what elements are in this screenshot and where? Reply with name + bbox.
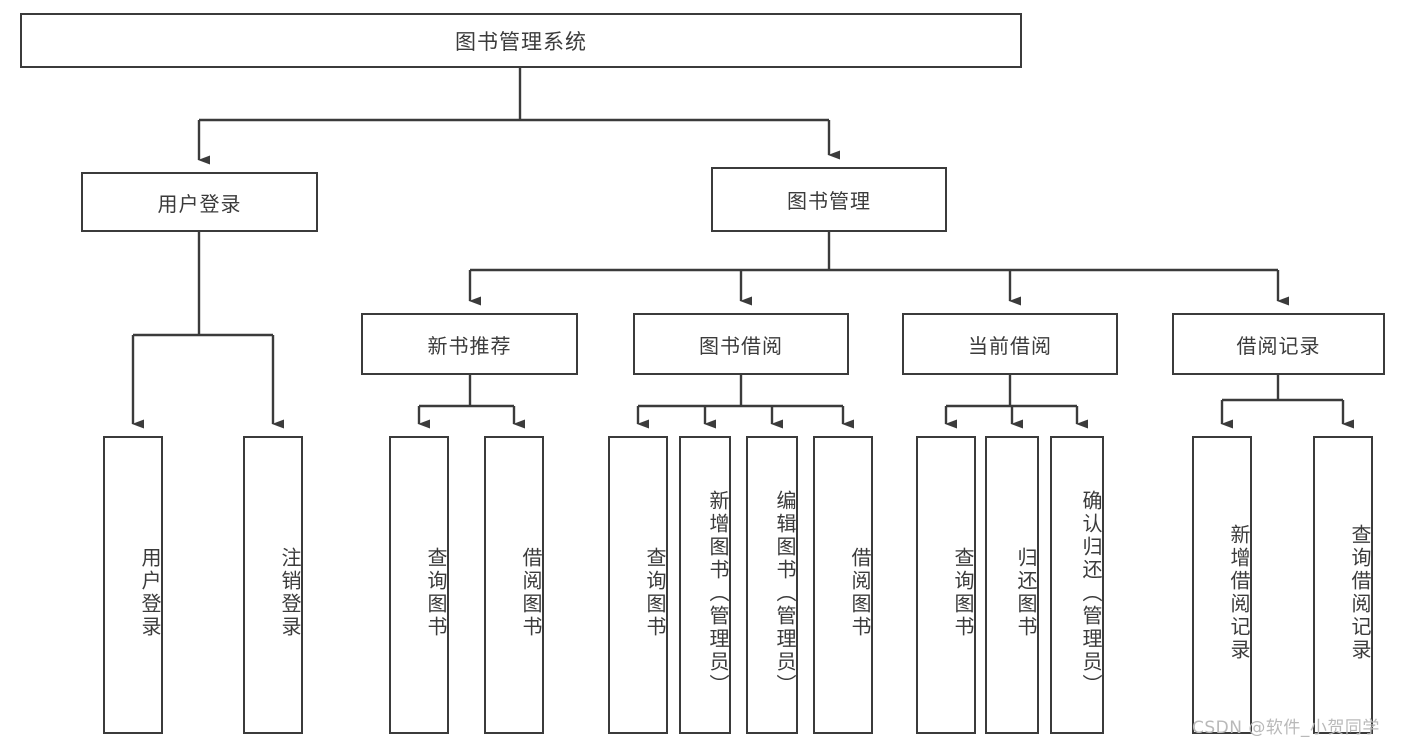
leaf-confirm-return-admin[interactable]: 确认归还（管理员） <box>1050 436 1104 734</box>
leaf-query-book-rec[interactable]: 查询图书 <box>389 436 449 734</box>
leaf-borrow-book-rec-label: 借阅图书 <box>519 547 543 639</box>
leaf-query-book-borrow-label: 查询图书 <box>643 547 667 639</box>
leaf-add-book-admin[interactable]: 新增图书（管理员） <box>679 436 731 734</box>
node-book-management[interactable]: 图书管理 <box>711 167 947 232</box>
leaf-query-book-current-label: 查询图书 <box>951 547 975 639</box>
leaf-borrow-book-label: 借阅图书 <box>848 547 872 639</box>
leaf-borrow-book[interactable]: 借阅图书 <box>813 436 873 734</box>
leaf-query-book-rec-label: 查询图书 <box>424 547 448 639</box>
leaf-borrow-book-rec[interactable]: 借阅图书 <box>484 436 544 734</box>
leaf-user-login[interactable]: 用户登录 <box>103 436 163 734</box>
node-root[interactable]: 图书管理系统 <box>20 13 1022 68</box>
leaf-add-borrow-record[interactable]: 新增借阅记录 <box>1192 436 1252 734</box>
node-new-book-recommend-label: 新书推荐 <box>427 333 512 358</box>
node-new-book-recommend[interactable]: 新书推荐 <box>361 313 578 375</box>
node-book-borrow[interactable]: 图书借阅 <box>633 313 849 375</box>
node-user-login[interactable]: 用户登录 <box>81 172 318 232</box>
node-current-borrow[interactable]: 当前借阅 <box>902 313 1118 375</box>
node-borrow-record-label: 借阅记录 <box>1236 333 1321 358</box>
leaf-query-borrow-record-label: 查询借阅记录 <box>1348 524 1372 662</box>
node-borrow-record[interactable]: 借阅记录 <box>1172 313 1385 375</box>
leaf-query-book-current[interactable]: 查询图书 <box>916 436 976 734</box>
node-book-borrow-label: 图书借阅 <box>699 333 783 358</box>
leaf-add-book-admin-label: 新增图书（管理员） <box>706 489 730 697</box>
leaf-return-book[interactable]: 归还图书 <box>985 436 1039 734</box>
leaf-edit-book-admin-label: 编辑图书（管理员） <box>773 489 797 697</box>
leaf-logout[interactable]: 注销登录 <box>243 436 303 734</box>
leaf-user-login-label: 用户登录 <box>138 547 162 639</box>
leaf-confirm-return-admin-label: 确认归还（管理员） <box>1079 489 1103 697</box>
csdn-watermark: CSDN @软件_小贺同学 <box>1192 718 1380 738</box>
leaf-logout-label: 注销登录 <box>278 547 302 639</box>
node-root-label: 图书管理系统 <box>455 29 587 54</box>
leaf-return-book-label: 归还图书 <box>1014 547 1038 639</box>
leaf-query-book-borrow[interactable]: 查询图书 <box>608 436 668 734</box>
leaf-add-borrow-record-label: 新增借阅记录 <box>1227 524 1251 662</box>
node-current-borrow-label: 当前借阅 <box>968 333 1052 358</box>
node-book-management-label: 图书管理 <box>787 189 871 213</box>
node-user-login-label: 用户登录 <box>157 191 242 216</box>
leaf-edit-book-admin[interactable]: 编辑图书（管理员） <box>746 436 798 734</box>
leaf-query-borrow-record[interactable]: 查询借阅记录 <box>1313 436 1373 734</box>
